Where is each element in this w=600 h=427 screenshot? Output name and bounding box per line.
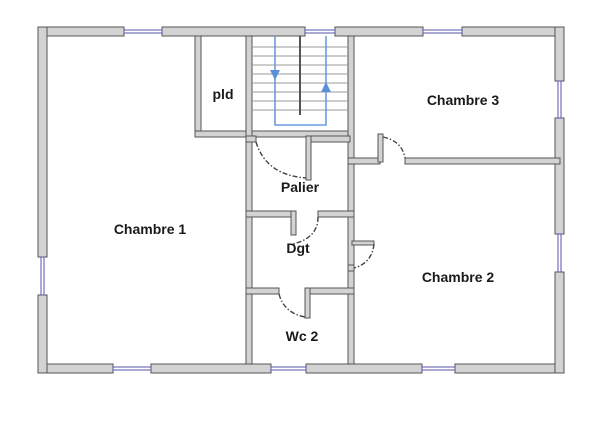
stair-up-arrow-icon: [321, 82, 331, 92]
room-labels: Chambre 1 pld Chambre 3 Palier Dgt Chamb…: [114, 86, 500, 344]
window-chambre1-top: [123, 29, 163, 34]
window-chambre1-left: [40, 256, 45, 296]
room-label-dgt: Dgt: [286, 240, 310, 256]
window-wc-bottom: [270, 366, 307, 371]
room-label-chambre-3: Chambre 3: [427, 92, 500, 108]
window-chambre3-right: [557, 80, 562, 119]
door-palier: [255, 141, 307, 179]
window-chambre2-bottom: [421, 366, 456, 371]
room-label-chambre-1: Chambre 1: [114, 221, 187, 237]
room-label-pld: pld: [213, 86, 234, 102]
interior-walls: [194, 35, 561, 365]
staircase: [252, 36, 348, 126]
stair-down-arrow-icon: [270, 70, 280, 80]
window-stair-top: [304, 29, 336, 34]
door-chambre3: [382, 136, 406, 159]
outer-walls: [37, 26, 565, 374]
room-label-chambre-2: Chambre 2: [422, 269, 495, 285]
door-chambre2: [353, 243, 375, 269]
room-label-palier: Palier: [281, 179, 320, 195]
door-dgt: [292, 216, 319, 245]
windows: [40, 29, 562, 371]
room-label-wc-2: Wc 2: [286, 328, 319, 344]
door-wc: [278, 293, 306, 318]
door-swings: [255, 136, 406, 318]
window-chambre2-right: [557, 233, 562, 273]
window-chambre1-bottom: [112, 366, 152, 371]
window-chambre3-top: [422, 29, 463, 34]
